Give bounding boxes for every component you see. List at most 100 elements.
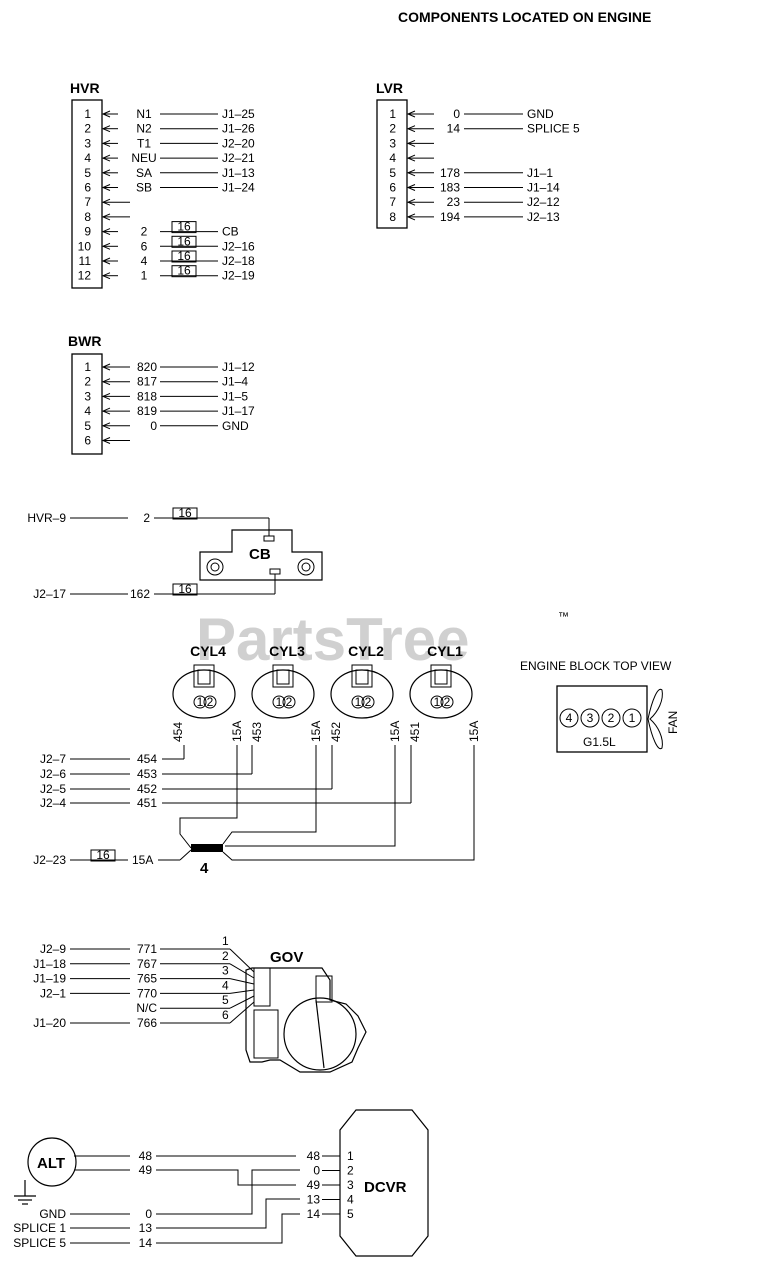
lvr-destination: GND [527,107,554,121]
lvr-block [376,99,408,229]
lvr-wire-label: 0 [453,107,460,121]
engine-cylinder-label: 3 [587,711,594,725]
bwr-pin-number: 5 [84,419,91,433]
cb-label: CB [249,546,271,563]
cb-body [199,529,323,581]
hvr-wire-label: 6 [141,239,148,253]
coil-body [172,669,236,719]
hvr-destination: J1–25 [222,107,255,121]
coil-pin-2-label: 2 [444,695,451,709]
gov-source: J2–1 [40,986,66,1000]
dcvr-body [339,1109,429,1257]
engine-cylinder [622,708,642,728]
coil-signal-label: 452 [329,722,343,742]
hvr-wire-label: T1 [137,136,151,150]
alt-wire-label: 48 [139,1149,153,1163]
bwr-wire-label: 820 [137,360,157,374]
coil-common-label: 15A [388,721,402,742]
bwr-destination: J1–12 [222,360,255,374]
lvr-pin-number: 6 [389,181,396,195]
coil-feed-source: J2–5 [40,782,66,796]
common-wire-cyl2 [225,745,396,847]
hvr-gauge-tag: 16 [177,264,191,278]
gov-source: J1–19 [33,972,66,986]
lvr-destination: J2–12 [527,195,560,209]
watermark: PartsTree [196,606,470,673]
coil-signal-label: 451 [408,722,422,742]
lvr-destination: J1–14 [527,181,560,195]
hvr-destination: J1–13 [222,166,255,180]
hvr-wire-label: NEU [131,151,156,165]
coil-feed-label: 453 [137,767,157,781]
common-feed-gauge-tag-box [90,849,116,862]
bwr-wire-label: 817 [137,375,157,389]
gov-source: J2–9 [40,942,66,956]
gov-lower-boss [253,1009,279,1059]
hvr-pin-number: 8 [84,210,91,224]
coil-pin-1-label: 1 [355,695,362,709]
coil-feed-label: 451 [137,796,157,810]
cb-gauge-tag-box [172,507,198,520]
coil-body [251,669,315,719]
alt-source: SPLICE 5 [13,1236,66,1250]
cb-right-terminal [297,558,315,576]
hvr-pin-number: 7 [84,195,91,209]
coil-pin-1-label: 1 [197,695,204,709]
hvr-wire-label: 2 [141,225,148,239]
hvr-pin-number: 11 [79,254,92,268]
cb-right-terminal-inner [301,562,311,572]
lvr-destination: J1–1 [527,166,553,180]
alt-wire-49 [156,1169,296,1186]
gov-wire-label: N/C [136,1001,157,1015]
gov-wire-label: 766 [137,1016,157,1030]
gov-actuator [315,975,333,1003]
bwr-destination: J1–17 [222,404,255,418]
engine-block-title: ENGINE BLOCK TOP VIEW [520,659,672,673]
hvr-pin-number: 9 [84,225,91,239]
common-wire-cyl3 [222,745,317,845]
dcvr-pin-number: 3 [347,1178,354,1192]
lvr-wire-label: 183 [440,181,460,195]
hvr-block [71,99,103,289]
hvr-destination: J2–20 [222,136,255,150]
common-wire-cyl1 [222,745,475,861]
gov-wire-label: 771 [137,942,157,956]
coil-signal-label: 453 [250,722,264,742]
hvr-pin-number: 3 [84,136,91,150]
gov-throttle-plate [315,999,325,1069]
bwr-wire-label: 0 [150,419,157,433]
hvr-wire-label: SB [136,181,152,195]
hvr-destination: J2–19 [222,269,255,283]
cb-bottom-tab [269,568,281,575]
lvr-destination: J2–13 [527,210,560,224]
hvr-wire-label: 4 [141,254,148,268]
hvr-gauge-tag-box [171,221,197,234]
dcvr-pin-number: 1 [347,1149,354,1163]
common-feed-label: 15A [132,853,153,867]
cylinder-label: CYL1 [427,643,463,659]
coil-pin-2-label: 2 [286,695,293,709]
coil-pin-1 [351,695,365,709]
coil-pin-2 [440,695,454,709]
gov-pin-lead [229,978,255,985]
coil-body [330,669,394,719]
alt-body [27,1137,77,1187]
coil-pin-2-label: 2 [207,695,214,709]
hvr-pin-number: 1 [84,107,91,121]
coil-signal-label: 454 [171,722,185,742]
coil-pin-1-label: 1 [276,695,283,709]
gov-pin-number: 1 [222,934,229,948]
hvr-wire-label: N1 [136,107,152,121]
cb-gauge-tag-box [172,583,198,596]
hvr-pin-number: 6 [84,181,91,195]
lvr-pin-number: 4 [389,151,396,165]
gov-wire-label: 767 [137,957,157,971]
bwr-block [71,353,103,455]
hvr-destination: J2–18 [222,254,255,268]
bwr-pin-number: 6 [84,434,91,448]
lvr-destination: SPLICE 5 [527,122,580,136]
cb-left-terminal-inner [210,562,220,572]
